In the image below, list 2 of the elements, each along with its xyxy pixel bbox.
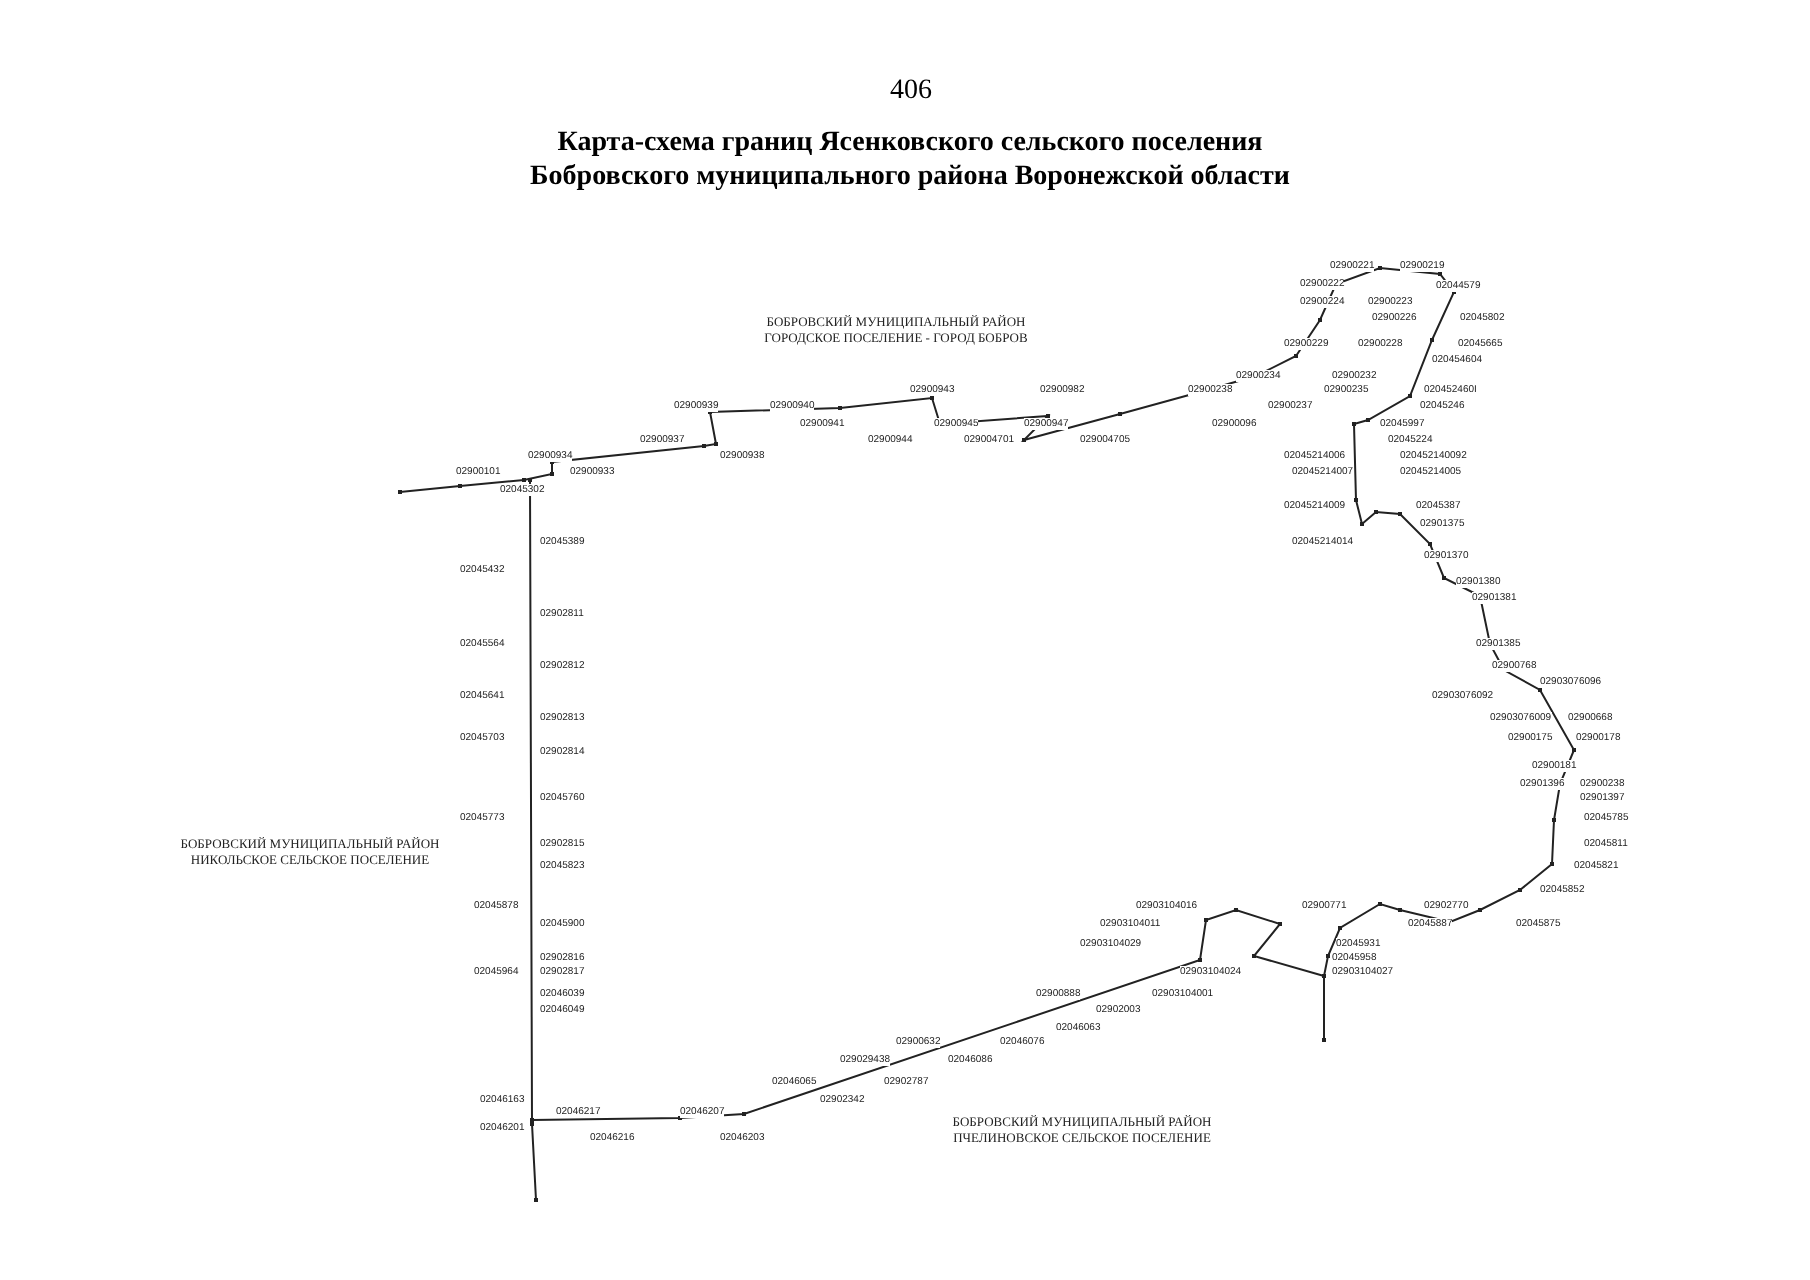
page-number: 406 <box>890 76 932 108</box>
map-title: Карта-схема границ Ясенковского сельского поселения Бобровского муниципального района Воронежской области <box>528 126 1292 194</box>
